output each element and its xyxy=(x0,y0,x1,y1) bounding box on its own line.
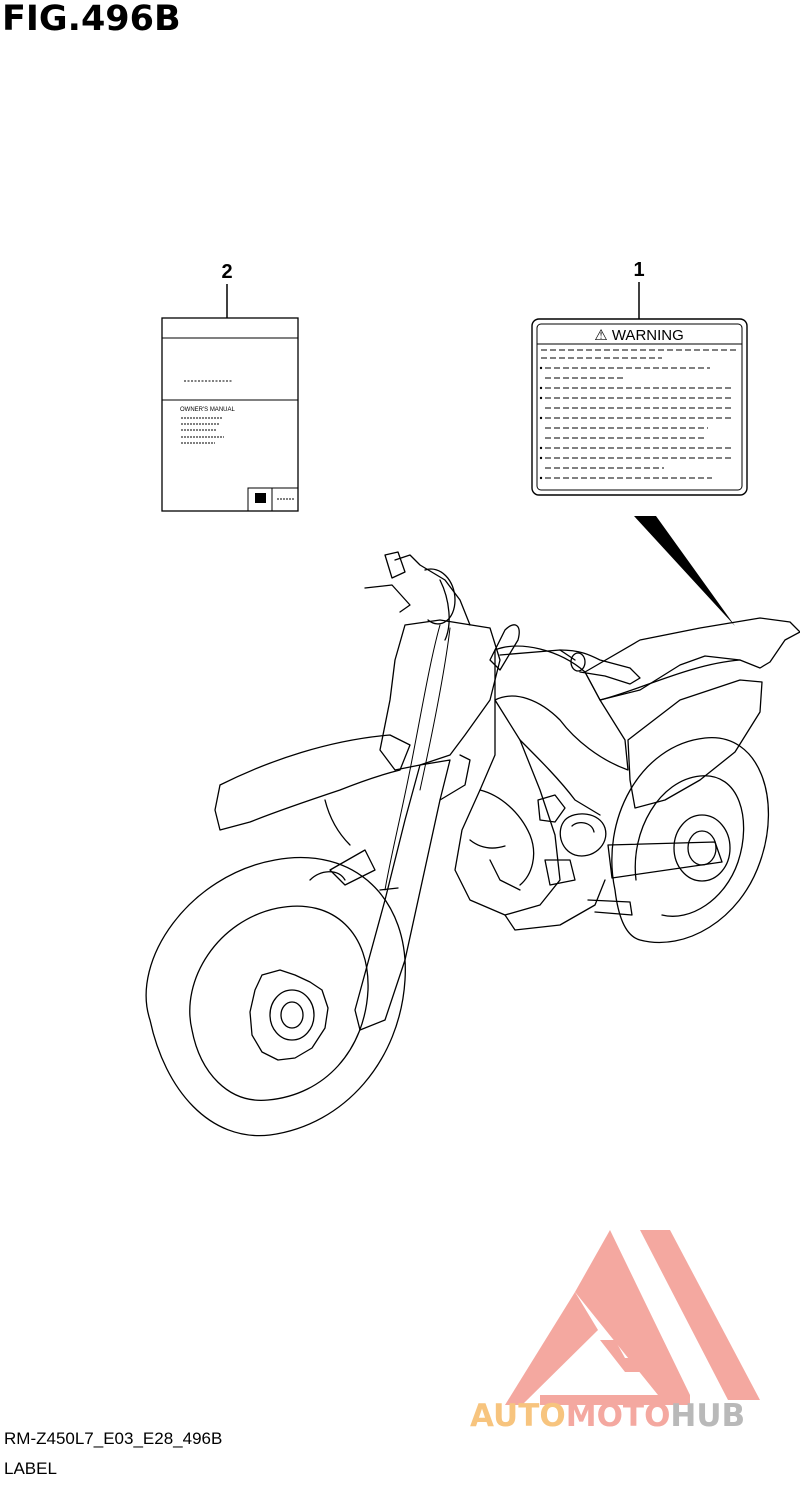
owners-manual-title: OWNER'S MANUAL xyxy=(180,407,235,413)
callout-2[interactable]: 2 xyxy=(221,261,233,318)
watermark-text: AUTOMOTOHUB xyxy=(470,1401,745,1432)
warning-heading: ⚠ WARNING xyxy=(594,327,684,344)
watermark-auto: AUTO xyxy=(470,1398,566,1434)
warning-label-sticker[interactable]: ⚠ WARNING xyxy=(531,318,748,496)
callout-number-1: 1 xyxy=(633,259,644,281)
suzuki-logo-icon xyxy=(255,493,266,503)
drawing-code: RM-Z450L7_E03_E28_496B xyxy=(4,1429,223,1448)
watermark-moto: MOTO xyxy=(565,1398,671,1434)
watermark-hub: HUB xyxy=(670,1398,746,1434)
motorcycle-drawing xyxy=(145,551,800,1137)
rear-wheel xyxy=(611,737,769,944)
front-wheel xyxy=(145,856,406,1137)
automotohub-logo-icon xyxy=(505,1230,760,1405)
leader-arrow xyxy=(634,516,735,626)
callout-number-2: 2 xyxy=(221,261,232,283)
figure-title: FIG.496B xyxy=(2,0,181,39)
owners-manual-booklet[interactable]: OWNER'S MANUAL xyxy=(161,317,299,512)
drawing-label: LABEL xyxy=(4,1459,57,1478)
callout-1[interactable]: 1 xyxy=(633,259,645,319)
